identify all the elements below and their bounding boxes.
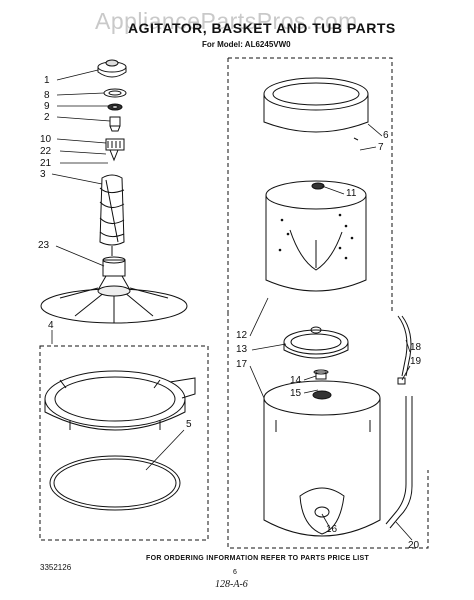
spline-drive-part [105,138,125,162]
tub-fastener-part [313,369,329,380]
ordering-note: FOR ORDERING INFORMATION REFER TO PARTS … [146,555,370,562]
callout-7: 7 [378,142,384,153]
diagram-title: AGITATOR, BASKET AND TUB PARTS [128,20,396,36]
callout-6: 6 [383,130,389,141]
tub-part [263,380,381,537]
callout-8: 8 [44,90,50,101]
leader-lines [51,69,413,541]
callout-19: 19 [410,356,422,367]
callout-9: 9 [44,101,50,112]
model-line: For Model: AL6245VW0 [202,40,291,49]
callout-11: 11 [346,188,357,199]
cam-part [109,116,121,132]
callout-2: 2 [44,112,50,123]
callout-20: 20 [408,540,420,551]
watermark: AppliancePartsPros.com [95,8,358,34]
callout-4: 4 [48,320,54,331]
agitator-base-part [40,285,188,324]
seal-part [103,88,127,98]
agitator-part [99,174,125,256]
callout-21: 21 [40,158,52,169]
callout-17: 17 [236,359,248,370]
agitator-cap-part [97,59,127,78]
callout-16: 16 [326,524,338,535]
wash-basket-part [265,180,367,292]
callout-22: 22 [40,146,52,157]
callout-15: 15 [290,388,302,399]
handwritten-note: 128-A-6 [215,579,248,590]
callout-12: 12 [236,330,248,341]
callout-5: 5 [186,419,192,430]
part-number: 3352126 [40,563,72,572]
washer-part [107,103,123,111]
callout-3: 3 [40,169,46,180]
outlet-part [299,487,345,535]
hose-parts [385,315,413,529]
callout-10: 10 [40,134,52,145]
callout-14: 14 [290,375,302,386]
balance-ring-part [263,77,369,141]
tub-ring-part [44,370,196,431]
page-number: 6 [233,569,237,576]
callout-1: 1 [44,75,50,86]
callout-23: 23 [38,240,50,251]
tub-group-box [227,312,429,549]
drive-block-part [283,326,349,359]
tub-seal-ring-part [49,455,181,511]
tub-ring-group-box [39,345,209,541]
drive-hub-part [97,256,131,291]
callout-18: 18 [410,342,422,353]
basket-tub-group-box [227,57,393,312]
callout-13: 13 [236,344,248,355]
